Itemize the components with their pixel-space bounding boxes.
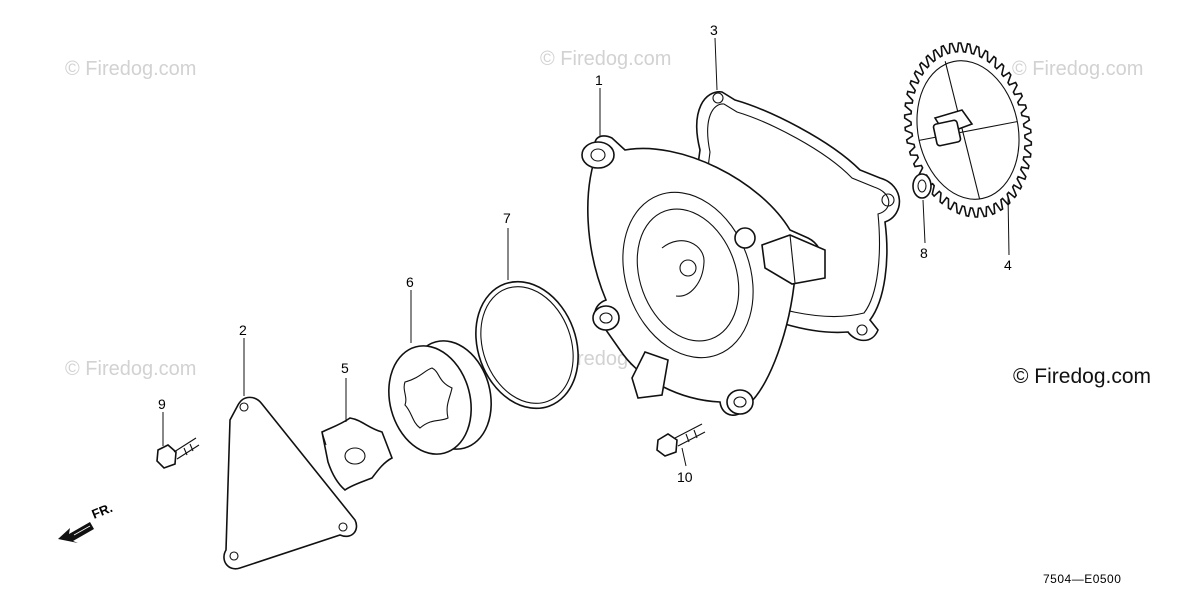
callout-10: 10 xyxy=(677,469,693,485)
part-4-gear xyxy=(903,42,1033,218)
watermark-main: © Firedog.com xyxy=(1013,365,1151,388)
callout-2: 2 xyxy=(239,322,247,338)
callout-3: 3 xyxy=(710,22,718,38)
front-direction-arrow-icon xyxy=(58,521,94,543)
leader-lines xyxy=(162,37,1010,467)
front-direction-label: FR. xyxy=(90,500,115,522)
watermark-2: © Firedog.com xyxy=(540,48,671,70)
callout-9: 9 xyxy=(158,396,166,412)
part-9-bolt xyxy=(156,437,200,469)
part-2-cover-plate xyxy=(223,396,358,570)
part-7-o-ring xyxy=(475,280,579,410)
callout-5: 5 xyxy=(341,360,349,376)
watermark-1: © Firedog.com xyxy=(65,58,196,80)
callout-6: 6 xyxy=(406,274,414,290)
part-10-bolt xyxy=(656,423,706,457)
watermark-4: © Firedog.com xyxy=(65,358,196,380)
callout-7: 7 xyxy=(503,210,511,226)
part-8-washer xyxy=(912,173,932,199)
part-5-inner-rotor xyxy=(321,417,394,492)
callout-8: 8 xyxy=(920,245,928,261)
part-1-pump-housing xyxy=(581,135,826,416)
callout-4: 4 xyxy=(1004,257,1012,273)
callout-1: 1 xyxy=(595,72,603,88)
diagram-code: 7504—E0500 xyxy=(1043,572,1121,586)
part-6-outer-rotor xyxy=(388,340,492,455)
watermark-3: © Firedog.com xyxy=(1012,58,1143,80)
